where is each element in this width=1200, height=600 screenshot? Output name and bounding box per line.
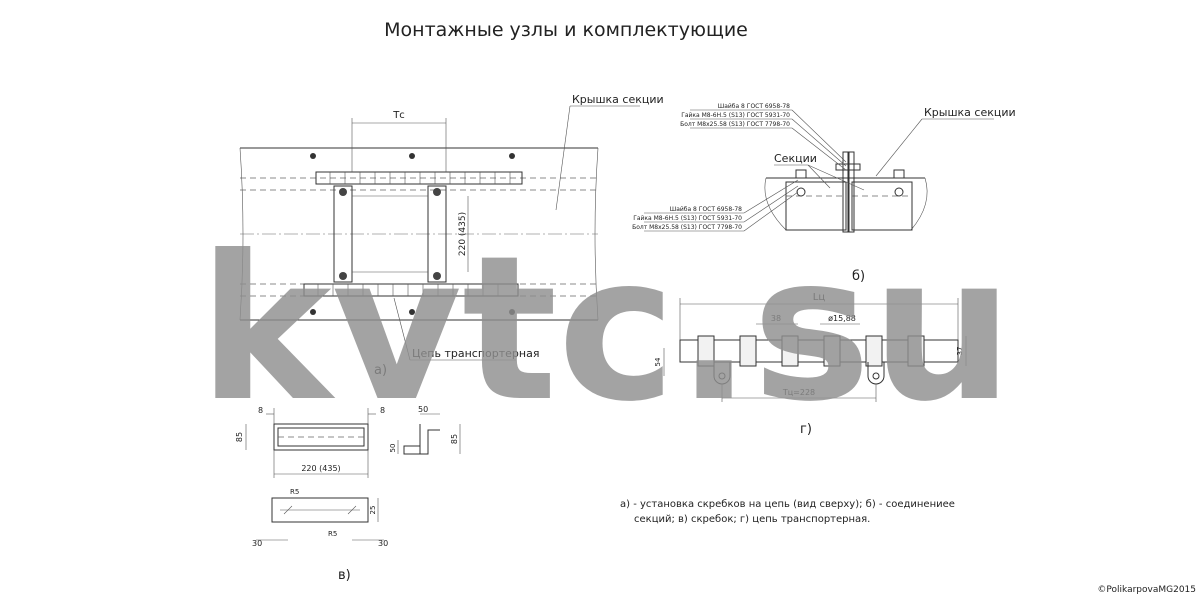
- dim-30-right: 30: [378, 539, 388, 548]
- view-v-label: в): [338, 568, 351, 583]
- scraper-right: [427, 185, 447, 283]
- view-a-scraper-installation: Тс 220 (435) Крышка секции Цепь транспор…: [239, 93, 664, 378]
- view-a-label: а): [374, 363, 387, 378]
- dim-r5-top: R5: [290, 488, 299, 496]
- lid-label-a: Крышка секции: [572, 93, 664, 106]
- transport-chain-top: [315, 171, 523, 185]
- transport-chain-bottom: [303, 283, 519, 297]
- chain-side-view: [679, 339, 959, 363]
- view-b-section-joint: Шайба 8 ГОСТ 6958-78 Гайка М8-6Н.5 (S13)…: [632, 103, 1016, 284]
- scraper-profile: [419, 424, 440, 455]
- dim-54: 54: [654, 357, 662, 366]
- dim-chain-pitch: Тц=228: [782, 388, 815, 397]
- view-v-scraper: 8 8 85 220 (435) 50 50 85 R5 R5 25 30 30…: [235, 405, 461, 583]
- dim-37: 37: [956, 347, 964, 356]
- bolt-hole: [509, 309, 515, 315]
- dim-85-left: 85: [235, 432, 244, 442]
- dim-50-left: 50: [389, 444, 397, 453]
- caption-line-1: а) - установка скребков на цепь (вид све…: [620, 499, 955, 510]
- dim-30-left: 30: [252, 539, 262, 548]
- dim-lc: Lц: [813, 292, 826, 303]
- bolt-hole: [310, 309, 316, 315]
- upper-spec-bolt: Болт М8х25.58 (S13) ГОСТ 7798-70: [680, 121, 790, 128]
- copyright: ©PolikarpovaMG2015: [1097, 585, 1196, 595]
- dim-85-right: 85: [450, 434, 459, 444]
- view-g-transport-chain: Lц 38 ø15,88 54 37 Тц=228 г): [654, 292, 967, 437]
- dim-r5-bottom: R5: [328, 530, 337, 538]
- upper-spec-nut: Гайка М8-6Н.5 (S13) ГОСТ 5931-70: [681, 112, 790, 119]
- caption-line-2: секций; в) скребок; г) цепь транспортерн…: [634, 514, 870, 525]
- chain-label-a: Цепь транспортерная: [412, 347, 539, 360]
- dim-220: 220 (435): [301, 464, 340, 473]
- bolt-hole: [310, 153, 316, 159]
- dim-8-left: 8: [258, 406, 263, 415]
- lower-spec-washer: Шайба 8 ГОСТ 6958-78: [670, 206, 742, 213]
- upper-spec-washer: Шайба 8 ГОСТ 6958-78: [718, 103, 790, 110]
- lower-spec-nut: Гайка М8-6Н.5 (S13) ГОСТ 5931-70: [633, 215, 742, 222]
- view-b-label: б): [852, 269, 865, 284]
- scraper-left: [333, 185, 353, 283]
- dim-38: 38: [771, 314, 781, 323]
- bolt-hole: [509, 153, 515, 159]
- dim-25: 25: [369, 506, 377, 515]
- lower-spec-bolt: Болт М8х25.58 (S13) ГОСТ 7798-70: [632, 224, 742, 231]
- bolt: [893, 169, 905, 179]
- page-title: Монтажные узлы и комплектующие: [384, 19, 748, 41]
- watermark: kvtc.su: [199, 213, 1014, 446]
- dim-8-right: 8: [380, 406, 385, 415]
- dim-diameter: ø15,88: [828, 314, 856, 323]
- scraper-plan: [273, 423, 369, 451]
- view-g-label: г): [800, 422, 812, 437]
- scraper-elevation: [271, 497, 369, 523]
- bolt-hole: [409, 309, 415, 315]
- dim-scraper-width: 220 (435): [458, 212, 468, 256]
- bolt-hole: [409, 153, 415, 159]
- dim-tc: Тс: [392, 110, 405, 121]
- sections-label: Секции: [774, 152, 817, 165]
- dim-50-top: 50: [418, 405, 428, 414]
- lid-label-b: Крышка секции: [924, 106, 1016, 119]
- bolt: [795, 169, 807, 179]
